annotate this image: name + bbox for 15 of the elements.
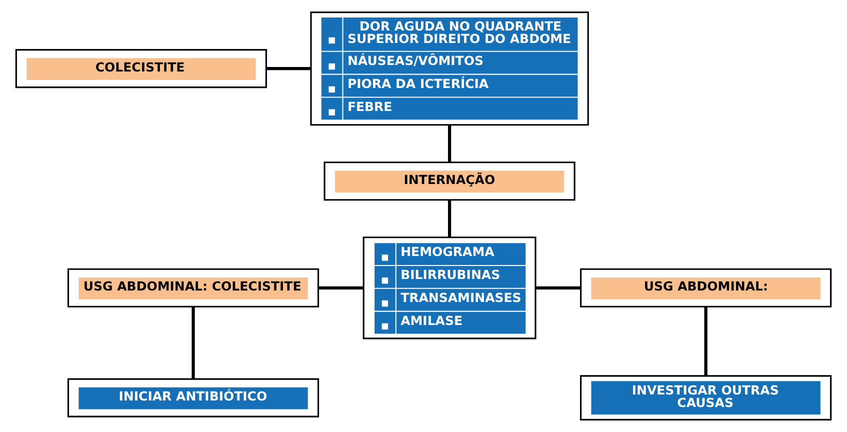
node-box: USG ABDOMINAL: [580,268,832,308]
node-box: DOR AGUDA NO QUADRANTE SUPERIOR DIREITO DO ABDOME NÁUSEAS/VÔMITOS PIORA DA ICTERÍCIA FEBRE [310,12,589,126]
node-box: COLECISTITE [15,49,267,88]
node-box: INVESTIGAR OUTRAS CAUSAS [580,375,832,420]
connector [704,306,708,376]
connector [536,286,580,290]
connector [192,306,195,379]
node-box: USG ABDOMINAL: COLECISTITE [67,268,320,308]
connector [448,125,452,162]
connector [266,67,311,70]
node-box: HEMOGRAMA BILIRRUBINAS TRANSAMINASES AMILASE [362,236,536,340]
connector [448,200,452,237]
connector [318,286,364,290]
node-box: INICIAR ANTIBIÓTICO [67,378,320,418]
node-box: INTERNAÇÃO [324,162,576,201]
